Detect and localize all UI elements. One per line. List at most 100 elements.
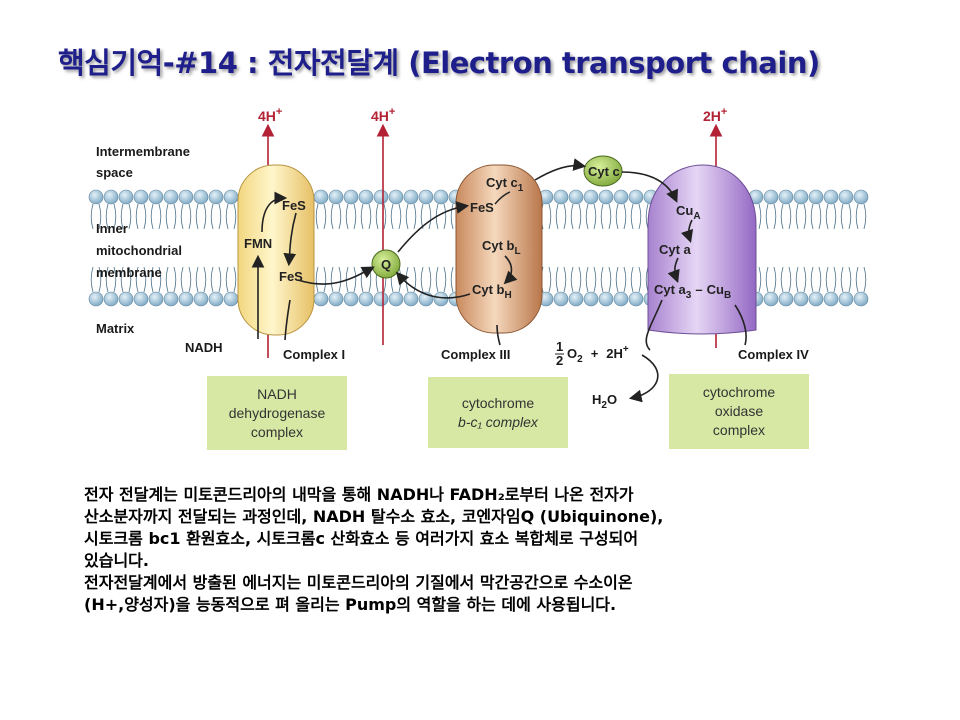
lipid-tail <box>375 203 379 230</box>
lipid-tail <box>795 266 799 293</box>
lipid-tail <box>128 203 132 230</box>
arrow-cyta-to-cyta3 <box>667 257 680 283</box>
lipid-head <box>163 189 179 205</box>
desc-line-5: 전자전달계에서 방출된 에너지는 미토콘드리아의 기질에서 막간공간으로 수소이… <box>84 573 633 592</box>
description-text: 전자 전달계는 미토콘드리아의 내막을 통해 NADH나 FADH₂로부터 나온… <box>84 484 884 616</box>
lipid-tail <box>150 203 154 230</box>
arrow-cytc1-to-cytc <box>534 158 587 181</box>
lipid-tail <box>645 266 649 293</box>
lipid-tail <box>218 266 222 293</box>
lipid-tail <box>450 266 454 293</box>
complex3-fes: FeS <box>470 200 494 215</box>
arrow-fes-to-q <box>297 266 375 285</box>
arrow-complex3-in <box>496 324 501 346</box>
proton-2h-complex4: 2H+ <box>703 106 727 124</box>
lipid-tail <box>428 266 432 293</box>
page-title: 핵심기억-#14 : 전자전달계 (Electron transport cha… <box>58 46 820 80</box>
lipid-head <box>103 291 119 307</box>
label-membrane: membrane <box>96 265 162 280</box>
label-intermembrane: Intermembrane <box>96 144 190 159</box>
arrow-cua-to-cyta <box>680 219 694 244</box>
box1-line2: dehydrogenase <box>228 404 326 421</box>
lipid-tail <box>368 266 372 293</box>
box1-line3: complex <box>250 423 304 440</box>
lipid-tail <box>128 266 132 293</box>
lipid-head <box>208 291 224 307</box>
lipid-tail <box>780 266 784 293</box>
lipid-tail <box>398 266 402 293</box>
lipid-tail <box>330 203 334 230</box>
arrow-cytc-to-cua <box>621 171 678 203</box>
lipid-tail <box>773 203 777 230</box>
reaction-water: H2O <box>592 392 617 411</box>
lipid-tail <box>810 266 814 293</box>
lipid-tail <box>855 203 859 230</box>
lipid-head <box>553 189 569 205</box>
arrow-complex4-bottom <box>734 304 747 346</box>
lipid-tail <box>555 203 559 230</box>
lipid-head <box>778 189 794 205</box>
complex3-cyt-c1: Cyt c1 <box>486 175 524 194</box>
arrow-fes-to-cytc1 <box>494 191 511 205</box>
lipid-head <box>223 291 239 307</box>
lipid-tail <box>135 266 139 293</box>
arrow-complex4-to-o2 <box>645 299 663 351</box>
lipid-head <box>328 291 344 307</box>
lipid-tail <box>630 266 634 293</box>
cytc-label: Cyt c <box>588 164 620 179</box>
lipid-head <box>208 189 224 205</box>
arrow-q-to-fes <box>397 201 470 253</box>
lipid-tail <box>345 203 349 230</box>
lipid-tail <box>848 203 852 230</box>
lipid-tail <box>818 266 822 293</box>
lipid-head <box>103 189 119 205</box>
lipid-head <box>388 189 404 205</box>
lipid-tail <box>840 266 844 293</box>
lipid-head <box>403 189 419 205</box>
box3-line1: cytochrome <box>461 394 535 411</box>
lipid-tail <box>413 203 417 230</box>
lipid-head <box>373 291 389 307</box>
lipid-tail <box>353 203 357 230</box>
lipid-tail <box>773 266 777 293</box>
complex3-cyt-bh: Cyt bH <box>472 282 512 301</box>
lipid-tail <box>90 266 94 293</box>
lipid-tail <box>113 203 117 230</box>
label-complex1: Complex I <box>283 347 345 362</box>
box-cytochrome-oxidase: cytochrome oxidase complex <box>669 374 809 449</box>
lipid-tail <box>135 203 139 230</box>
lipid-tail <box>98 266 102 293</box>
label-inner: Inner <box>96 221 128 236</box>
lipid-tail <box>833 266 837 293</box>
lipid-tail <box>405 266 409 293</box>
lipid-head <box>313 291 329 307</box>
lipid-tail <box>758 203 762 230</box>
lipid-tail <box>578 266 582 293</box>
lipid-tail <box>120 203 124 230</box>
lipid-tail <box>608 266 612 293</box>
lipid-head <box>193 291 209 307</box>
lipid-head <box>343 189 359 205</box>
lipid-tail <box>765 203 769 230</box>
lipid-tail <box>420 203 424 230</box>
label-matrix: Matrix <box>96 321 135 336</box>
lipid-tail <box>150 266 154 293</box>
lipid-tail <box>570 203 574 230</box>
lipid-tail <box>225 203 229 230</box>
lipid-head <box>133 189 149 205</box>
lipid-tail <box>428 203 432 230</box>
desc-line-6: (H+,양성자)을 능동적으로 펴 올리는 Pump의 역할을 하는 데에 사용… <box>84 595 617 614</box>
lipid-tail <box>195 266 199 293</box>
lipid-tail <box>630 203 634 230</box>
lipid-head <box>763 189 779 205</box>
lipid-tail <box>818 203 822 230</box>
proton-4h-complex1: 4H+ <box>258 106 282 124</box>
lipid-tail <box>563 266 567 293</box>
lipid-head <box>793 291 809 307</box>
lipid-head <box>358 291 374 307</box>
lipid-tail <box>623 203 627 230</box>
lipid-tail <box>803 266 807 293</box>
lipid-head <box>223 189 239 205</box>
box4-line1: cytochrome <box>702 384 776 400</box>
lipid-tail <box>578 203 582 230</box>
